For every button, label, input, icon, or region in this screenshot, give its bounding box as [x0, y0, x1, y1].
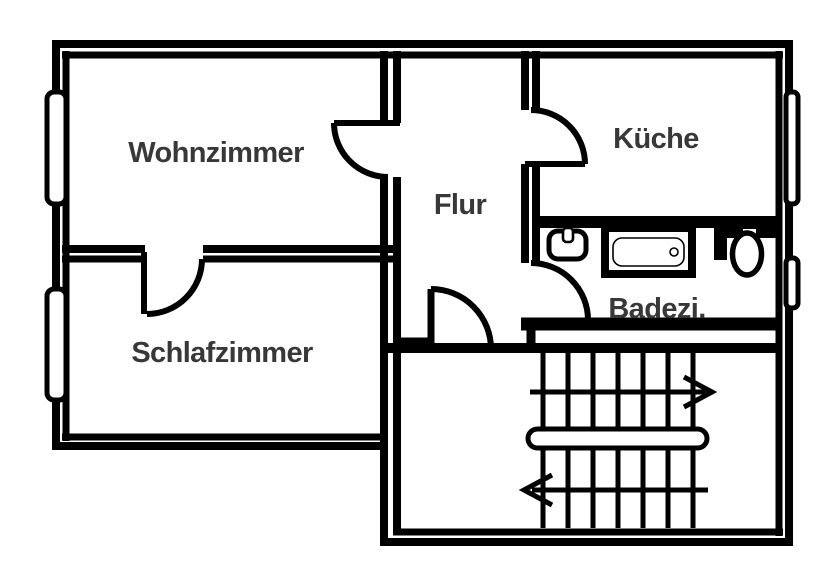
stair-arrow-up [530, 374, 718, 410]
door-kueche-icon [525, 107, 588, 167]
stair-arrow-down [518, 472, 708, 508]
window-badezimmer-icon [783, 255, 801, 311]
label-kueche: Küche [613, 123, 699, 155]
toilet-icon [729, 229, 765, 278]
bathroom-fixtures [546, 221, 765, 278]
bathtub-icon [601, 221, 696, 278]
door-treppe-icon [427, 286, 494, 350]
staircase [518, 353, 718, 528]
label-schlafzimmer: Schlafzimmer [131, 337, 313, 369]
window-schlafzimmer-icon [44, 286, 69, 403]
door-wohnzimmer-icon [331, 120, 400, 180]
label-flur: Flur [434, 189, 487, 221]
stair-landing [525, 426, 710, 451]
window-kueche-icon [783, 89, 801, 207]
interior-walls [62, 51, 780, 542]
room-labels: Wohnzimmer Küche Flur Schlafzimmer Badez… [128, 123, 706, 369]
door-badezimmer-icon [530, 260, 591, 321]
windows [44, 89, 801, 403]
door-schlafzimmer-icon [141, 252, 205, 317]
window-wohnzimmer-icon [44, 89, 69, 207]
sink-icon [546, 226, 589, 262]
doors [141, 107, 591, 350]
wall-bath-partition [714, 226, 727, 260]
label-badezimmer: Badezi. [608, 293, 705, 325]
label-wohnzimmer: Wohnzimmer [128, 137, 304, 169]
